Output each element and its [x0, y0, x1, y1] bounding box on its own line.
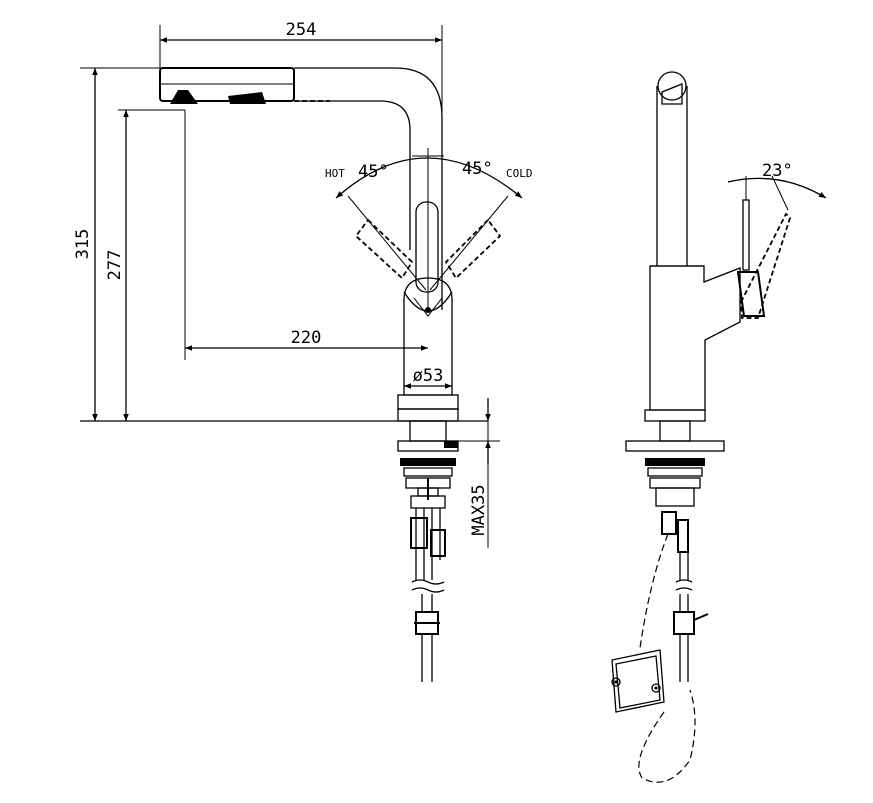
label-hot-angle: 45°	[358, 162, 389, 182]
dimension-label-220: 220	[291, 328, 322, 348]
dimension-diameter-53: ø53	[403, 366, 453, 395]
side-hoses	[673, 552, 709, 682]
dimension-height-277: 277	[105, 109, 185, 421]
label-cold-angle: 45°	[462, 159, 493, 179]
side-handle	[736, 199, 792, 319]
dimension-label-315: 315	[73, 229, 93, 260]
dimension-width-254: 254	[159, 20, 443, 118]
handle-hot-position	[354, 218, 414, 280]
dimension-label-53: ø53	[413, 366, 444, 386]
pull-out-hose	[638, 533, 696, 783]
dimension-reach-220: 220	[184, 110, 428, 360]
base-plate	[80, 394, 488, 452]
side-view: 23°	[611, 71, 827, 783]
mounting-hardware	[400, 458, 456, 509]
spout-arm	[294, 67, 443, 310]
handle-lever	[415, 201, 439, 293]
side-body	[649, 265, 741, 411]
spout-head	[159, 67, 330, 104]
label-hot: HOT	[325, 167, 345, 180]
dimension-label-277: 277	[105, 250, 125, 281]
side-angle-23: 23°	[727, 161, 827, 211]
handle-labels: HOT 45° 45° COLD	[325, 159, 533, 182]
side-base	[625, 409, 725, 553]
side-spout	[656, 71, 688, 266]
counterweight	[611, 649, 665, 713]
dimension-max-35: MAX35	[458, 398, 500, 548]
label-cold: COLD	[506, 167, 533, 180]
faucet-body	[403, 277, 453, 396]
label-tilt-angle: 23°	[762, 161, 793, 181]
dimension-label-254: 254	[286, 20, 317, 40]
dimension-height-315: 315	[73, 67, 160, 421]
handle-angle-guides	[335, 148, 523, 310]
handle-cold-position	[444, 218, 502, 280]
dimension-label-max35: MAX35	[469, 484, 489, 535]
front-view: 254 315 277 220 ø53	[73, 20, 533, 682]
supply-hoses	[410, 508, 446, 682]
